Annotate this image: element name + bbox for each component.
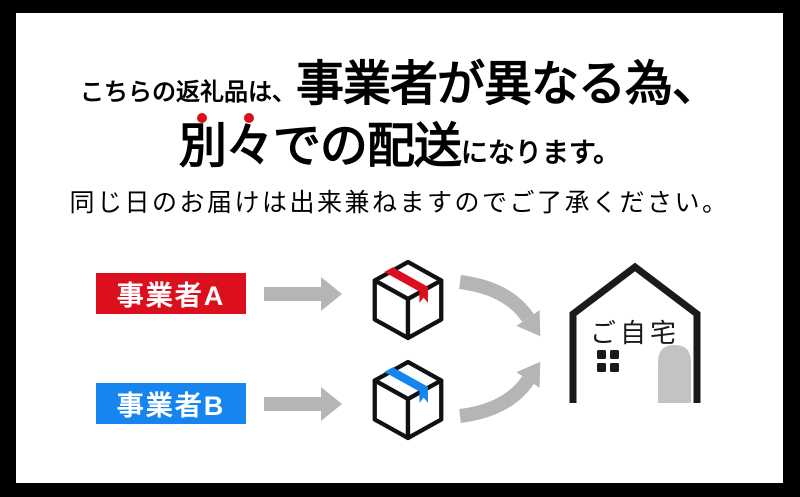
window-icon — [597, 350, 619, 372]
emphasis-dot-icon — [244, 113, 255, 123]
provider-b-label: 事業者B — [96, 383, 246, 424]
heading-line-1: こちらの返礼品は、事業者が異なる為、 — [16, 57, 783, 114]
package-tape — [384, 267, 428, 292]
package-box-b-icon — [370, 357, 446, 443]
right-arrow-shape — [264, 277, 342, 311]
heading-note: 同じ日のお届けは出来兼ねますのでご了承ください。 — [69, 189, 730, 217]
provider-a-label: 事業者A — [96, 273, 246, 314]
curved-merge-arrows-icon — [454, 268, 546, 430]
provider-b-label-text: 事業者B — [116, 391, 226, 421]
right-arrow-icon — [264, 386, 342, 422]
package-tape-tab — [419, 386, 428, 403]
heading-line-2: 別々での配送になります。 — [16, 113, 783, 176]
notice-banner: こちらの返礼品は、事業者が異なる為、 別々での配送になります。 同じ日のお届けは… — [16, 13, 783, 483]
package-box-a-icon — [370, 257, 446, 343]
heading-line1-emphasis-text: 事業者が異なる為、 — [295, 58, 720, 111]
house-icon — [565, 258, 705, 406]
door-icon — [658, 345, 691, 403]
home-label: ご自宅 — [589, 318, 680, 348]
heading-intro-text: こちらの返礼品は、 — [79, 79, 296, 106]
provider-a-label-text: 事業者A — [116, 281, 226, 311]
emphasis-dot-icon — [197, 113, 208, 123]
right-arrow-icon — [264, 276, 342, 312]
house-outline — [569, 262, 701, 403]
right-arrow-shape — [264, 387, 342, 421]
package-tape — [384, 367, 428, 392]
heading-line2-suffix: になります。 — [460, 138, 621, 168]
emphasized-char: 別 — [178, 120, 227, 173]
emphasized-char: 々 — [225, 120, 274, 173]
heading-line2-rest: での配送 — [272, 120, 462, 173]
heading-line2-emphasis-text: 別々での配送 — [178, 113, 462, 176]
package-tape-tab — [419, 286, 428, 303]
